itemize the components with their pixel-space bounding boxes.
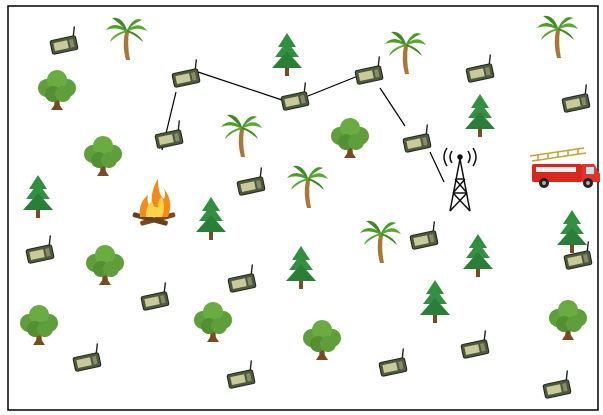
pine-tree-icon [196,197,226,240]
wireless-sensor-node-icon [408,221,439,249]
link-relay-1-to-relay-2 [198,72,282,100]
sensor-relay-4 [401,124,432,152]
deciduous-tree-icon [331,118,369,158]
wireless-sensor-node-icon [139,282,170,310]
radio-tower-icon [444,148,476,211]
pine-tree-icon [286,246,316,289]
pine-tree-icon [557,210,587,253]
palm-tree-icon [106,18,147,60]
deciduous-tree-icon [20,305,58,345]
link-relay-4-to-base-station [430,152,444,182]
wireless-sensor-node-icon [562,241,593,269]
wireless-sensor-node-icon [48,26,79,54]
deciduous-tree-icon [549,300,587,340]
fire-truck-icon [530,148,600,188]
link-relay-2-to-relay-3 [308,76,358,96]
wireless-sensor-node-icon [377,348,408,376]
deciduous-tree-icon [194,302,232,342]
wireless-sensor-node-icon [560,84,591,112]
sensor-relay-3 [353,56,384,84]
pine-tree-icon [420,280,450,323]
sensor-relay-2 [279,82,310,110]
wireless-sensor-node-icon [24,235,55,263]
palm-tree-icon [537,16,578,58]
deciduous-tree-icon [86,245,124,285]
pine-tree-icon [465,94,495,137]
campfire-icon [132,179,176,226]
wireless-sensor-node-icon [225,360,256,388]
deciduous-tree-icon [303,320,341,360]
palm-tree-icon [360,221,401,263]
palm-tree-icon [221,115,262,157]
link-relay-3-to-relay-4 [380,88,405,126]
palm-tree-icon [385,32,426,74]
wireless-sensor-node-icon [71,343,102,371]
pine-tree-icon [23,175,53,218]
pine-tree-icon [463,234,493,277]
wireless-sensor-node-icon [541,370,572,398]
multihop-links [162,72,444,182]
sensor-relay-1 [170,59,201,87]
deciduous-tree-icon [84,136,122,176]
palm-tree-icon [287,166,328,208]
deciduous-tree-icon [38,70,76,110]
wireless-sensor-node-icon [459,330,490,358]
wireless-sensor-node-icon [235,167,266,195]
wireless-sensor-node-icon [226,264,257,292]
wireless-sensor-node-icon [464,54,495,82]
pine-tree-icon [272,33,302,76]
